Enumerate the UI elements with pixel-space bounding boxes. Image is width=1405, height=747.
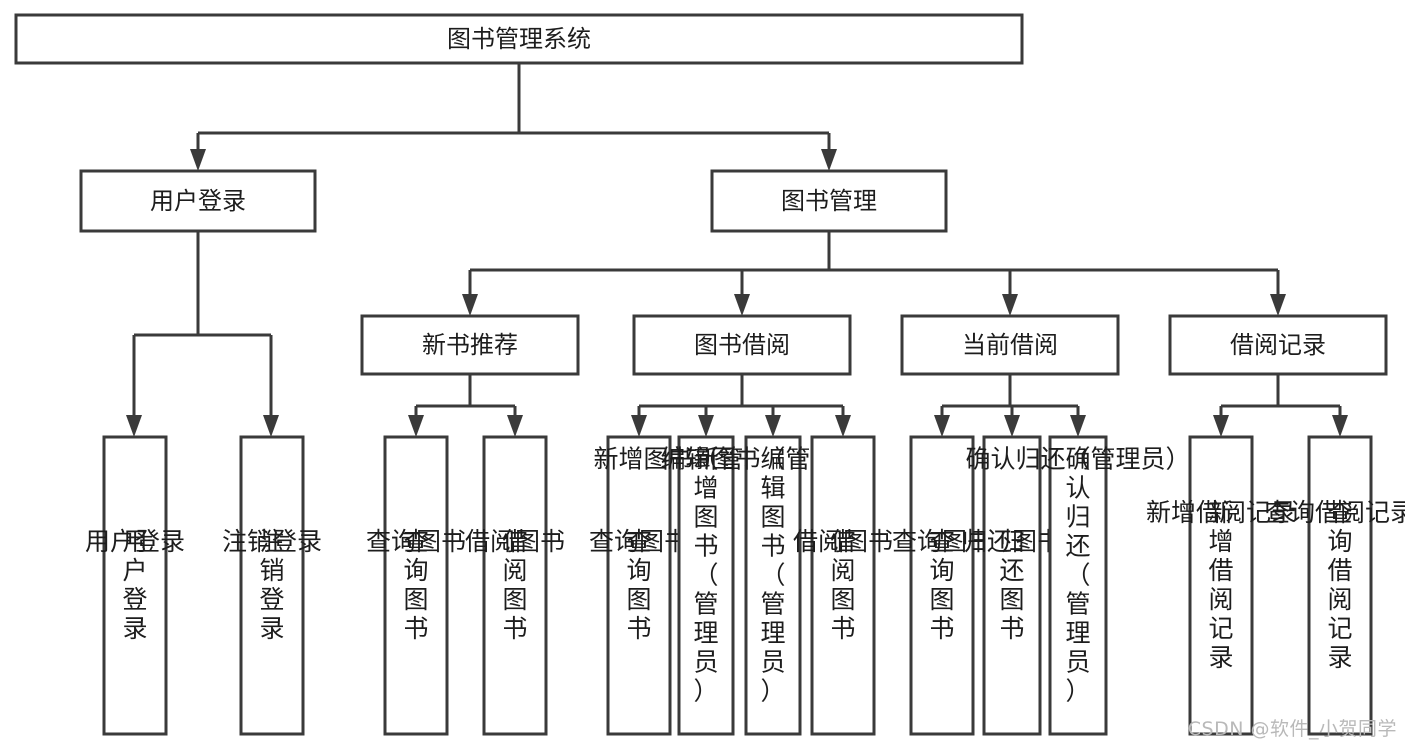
level2-label: 用户登录	[150, 187, 246, 215]
leaf-box[interactable]	[606, 435, 672, 736]
leaf-node[interactable]: 查询图书查询图书	[366, 435, 466, 736]
arrow-drop-nb-query	[408, 406, 424, 437]
arrow-drop-leaf-logout	[263, 335, 279, 437]
level3-node[interactable]: 新书推荐	[360, 314, 580, 376]
leaf-label: 借阅图书借阅图书	[793, 527, 893, 643]
arrow-drop-bb-query	[631, 406, 647, 437]
leaf-box[interactable]	[383, 435, 449, 736]
leaf-box[interactable]	[1188, 435, 1254, 736]
level3-box[interactable]	[360, 314, 580, 376]
level3-label: 新书推荐	[422, 331, 518, 359]
leaf-node[interactable]: 查询图书查询图书	[589, 435, 689, 736]
leaf-label: 归还图书归还图书	[962, 527, 1062, 643]
root-node[interactable]: 图书管理系统	[14, 13, 1024, 65]
level3-label: 图书借阅	[694, 331, 790, 359]
leaf-label: 注销登录注销登录	[222, 527, 322, 643]
root-label: 图书管理系统	[447, 25, 591, 53]
leaf-node[interactable]: 借阅图书借阅图书	[793, 435, 893, 736]
leaf-box[interactable]	[677, 435, 735, 736]
leaf-node[interactable]: 新增借阅记录新增借阅记录	[1146, 435, 1296, 736]
leaf-box[interactable]	[744, 435, 802, 736]
level2-node[interactable]: 图书管理	[710, 169, 948, 233]
leaf-box[interactable]	[482, 435, 548, 736]
leaf-box[interactable]	[810, 435, 876, 736]
connector-layer	[126, 63, 1348, 437]
arrow-drop-book-manage	[821, 133, 837, 171]
level2-label: 图书管理	[781, 187, 877, 215]
leaf-box[interactable]	[909, 435, 975, 736]
level3-box[interactable]	[1168, 314, 1388, 376]
arrow-drop-cb-return	[1004, 406, 1020, 437]
arrow-drop-rec-add	[1213, 406, 1229, 437]
arrow-drop-cb-confirm	[1070, 406, 1086, 437]
leaf-label: 借阅图书借阅图书	[465, 527, 565, 643]
arrow-drop-bb-add	[698, 406, 714, 437]
level2-box[interactable]	[710, 169, 948, 233]
level2-node[interactable]: 用户登录	[79, 169, 317, 233]
arrow-drop-record	[1270, 270, 1286, 316]
leaf-box[interactable]	[239, 435, 305, 736]
level3-label: 当前借阅	[962, 331, 1058, 359]
arrow-drop-borrow	[734, 270, 750, 316]
arrow-drop-user-login	[190, 133, 206, 171]
leaf-box[interactable]	[1307, 435, 1373, 736]
leaf-label: 查询图书查询图书	[366, 527, 466, 643]
leaf-label: 查询借阅记录查询借阅记录	[1265, 498, 1405, 672]
leaf-label: 用户登录用户登录	[85, 527, 185, 643]
level2-box[interactable]	[79, 169, 317, 233]
arrow-drop-leaf-user-login	[126, 335, 142, 437]
leaf-node[interactable]: 借阅图书借阅图书	[465, 435, 565, 736]
arrow-drop-bb-borrow	[835, 406, 851, 437]
leaf-node[interactable]: 查询借阅记录查询借阅记录	[1265, 435, 1405, 736]
leaf-box[interactable]	[102, 435, 168, 736]
root-box[interactable]	[14, 13, 1024, 65]
arrow-drop-current	[1002, 270, 1018, 316]
level3-box[interactable]	[632, 314, 852, 376]
leaf-label: 查询图书查询图书	[589, 527, 689, 643]
arrow-drop-bb-edit	[765, 406, 781, 437]
leaf-node[interactable]: 查询图书查询图书	[892, 435, 992, 736]
leaf-box[interactable]	[982, 435, 1042, 736]
arrow-drop-nb-borrow	[507, 406, 523, 437]
level3-node[interactable]: 当前借阅	[900, 314, 1120, 376]
level3-node[interactable]: 图书借阅	[632, 314, 852, 376]
leaf-node[interactable]: 注销登录注销登录	[222, 435, 322, 736]
level3-node[interactable]: 借阅记录	[1168, 314, 1388, 376]
arrow-drop-new-book	[462, 270, 478, 316]
level3-label: 借阅记录	[1230, 331, 1326, 359]
arrow-drop-rec-query	[1332, 406, 1348, 437]
level3-box[interactable]	[900, 314, 1120, 376]
arrow-drop-cb-query	[934, 406, 950, 437]
leaf-node[interactable]: 用户登录用户登录	[85, 435, 185, 736]
leaf-node[interactable]: 归还图书归还图书	[962, 435, 1062, 736]
leaf-box[interactable]	[1048, 435, 1108, 736]
